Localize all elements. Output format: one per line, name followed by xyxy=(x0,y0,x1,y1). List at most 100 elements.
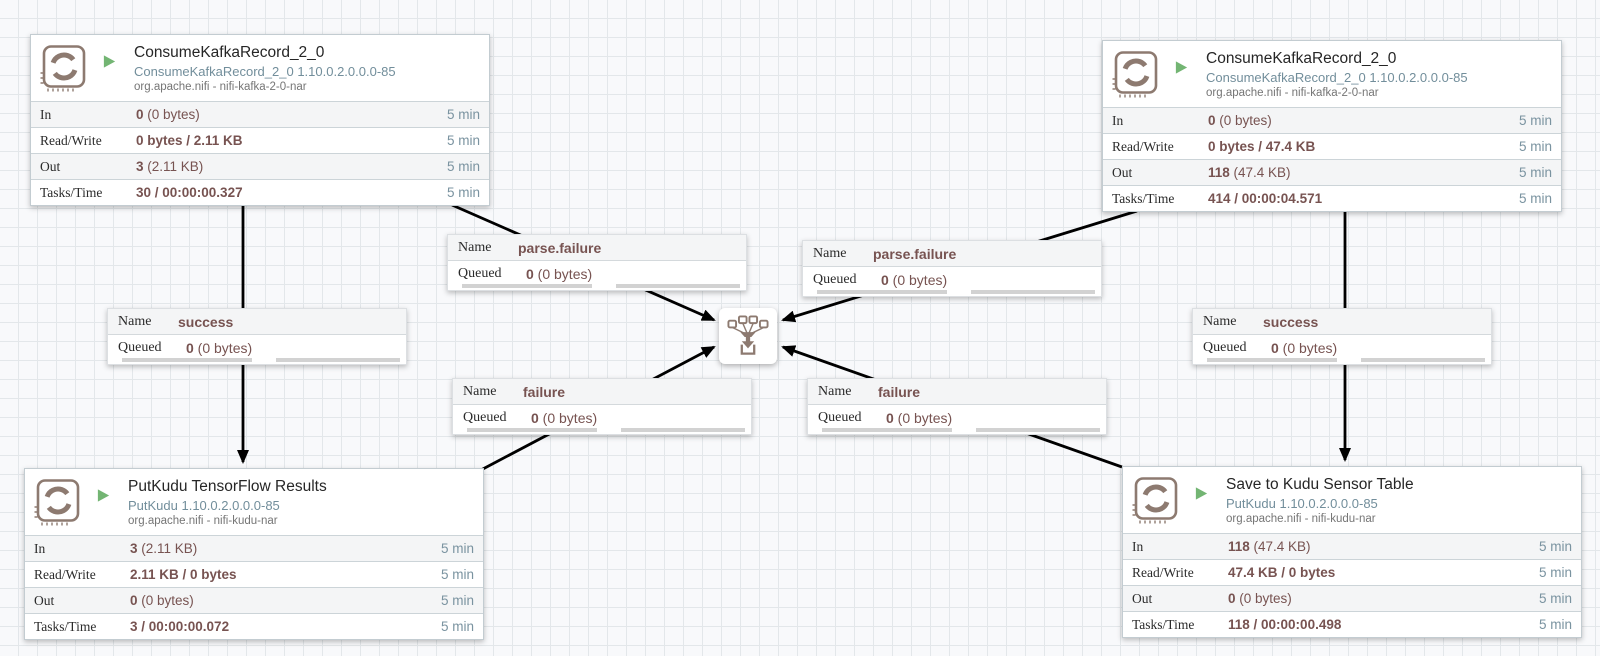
queue-data-bar xyxy=(621,427,745,432)
stat-value: 2.11 KB / 0 bytes xyxy=(130,567,237,582)
processor-type-version: PutKudu 1.10.0.2.0.0.0-85 xyxy=(1226,496,1378,511)
stat-value: 0 (0 bytes) xyxy=(136,107,200,122)
processor-save-to-kudu[interactable]: Save to Kudu Sensor Table PutKudu 1.10.0… xyxy=(1122,466,1582,638)
connection-name-row: Name success xyxy=(108,309,406,335)
stat-row-tasks-time: Tasks/Time 3 / 00:00:00.072 5 min xyxy=(25,613,483,639)
connection-label-parse-failure-right[interactable]: Name parse.failure Queued 0 (0 bytes) xyxy=(802,240,1102,297)
connection-label-failure-right[interactable]: Name failure Queued 0 (0 bytes) xyxy=(807,378,1107,435)
connection-name-row: Name failure xyxy=(808,379,1106,405)
queue-data-bar xyxy=(976,427,1100,432)
stat-row-readwrite: Read/Write 0 bytes / 47.4 KB 5 min xyxy=(1103,133,1561,159)
stat-period: 5 min xyxy=(1518,113,1552,128)
stat-period: 5 min xyxy=(1538,565,1572,580)
stat-value: 30 / 00:00:00.327 xyxy=(136,185,243,200)
stat-value: 118 (47.4 KB) xyxy=(1228,539,1311,554)
processor-putkudu-tensorflow[interactable]: PutKudu TensorFlow Results PutKudu 1.10.… xyxy=(24,468,484,640)
connection-name-value: success xyxy=(1263,313,1319,330)
connection-label-success-right[interactable]: Name success Queued 0 (0 bytes) xyxy=(1192,308,1492,365)
connection-queued-row: Queued 0 (0 bytes) xyxy=(808,405,1106,430)
connection-label-parse-failure-left[interactable]: Name parse.failure Queued 0 (0 bytes) xyxy=(447,234,747,291)
connection-name-label: Name xyxy=(463,383,497,399)
stat-label: Read/Write xyxy=(34,566,96,582)
connection-name-label: Name xyxy=(458,239,492,255)
stat-label: In xyxy=(1112,112,1124,128)
stat-row-readwrite: Read/Write 0 bytes / 2.11 KB 5 min xyxy=(31,127,489,153)
stat-row-out: Out 0 (0 bytes) 5 min xyxy=(1123,585,1581,611)
processor-bundle: org.apache.nifi - nifi-kafka-2-0-nar xyxy=(134,81,307,93)
connection-queued-value: 0 (0 bytes) xyxy=(1271,339,1338,356)
connection-queued-row: Queued 0 (0 bytes) xyxy=(453,405,751,430)
stat-value: 118 (47.4 KB) xyxy=(1208,165,1291,180)
stat-row-in: In 118 (47.4 KB) 5 min xyxy=(1123,533,1581,559)
processor-icon xyxy=(1131,475,1181,525)
stat-row-out: Out 118 (47.4 KB) 5 min xyxy=(1103,159,1561,185)
connection-queued-value: 0 (0 bytes) xyxy=(531,409,598,426)
stat-period: 5 min xyxy=(446,185,480,200)
queue-data-bar xyxy=(616,283,740,288)
connection-label-failure-left[interactable]: Name failure Queued 0 (0 bytes) xyxy=(452,378,752,435)
stat-period: 5 min xyxy=(1538,617,1572,632)
stat-label: Read/Write xyxy=(1132,564,1194,580)
processor-type-version: PutKudu 1.10.0.2.0.0.0-85 xyxy=(128,498,280,513)
stat-row-in: In 0 (0 bytes) 5 min xyxy=(1103,107,1561,133)
run-status-icon xyxy=(1194,486,1209,501)
stat-period: 5 min xyxy=(440,619,474,634)
connection-name-value: failure xyxy=(523,383,566,400)
processor-title: Save to Kudu Sensor Table xyxy=(1226,476,1414,493)
processor-header: ConsumeKafkaRecord_2_0 ConsumeKafkaRecor… xyxy=(1103,41,1561,107)
stat-label: Out xyxy=(1112,164,1133,180)
processor-title: PutKudu TensorFlow Results xyxy=(128,478,327,495)
connection-name-row: Name failure xyxy=(453,379,751,405)
stat-label: Read/Write xyxy=(40,132,102,148)
queue-data-bar xyxy=(1361,357,1485,362)
stat-label: Tasks/Time xyxy=(34,618,97,634)
stat-period: 5 min xyxy=(446,107,480,122)
stat-value: 3 / 00:00:00.072 xyxy=(130,619,230,634)
queue-size-bar xyxy=(467,427,597,432)
stat-row-tasks-time: Tasks/Time 414 / 00:00:04.571 5 min xyxy=(1103,185,1561,211)
queue-size-bar xyxy=(1207,357,1337,362)
connection-name-row: Name success xyxy=(1193,309,1491,335)
stat-row-in: In 3 (2.11 KB) 5 min xyxy=(25,535,483,561)
stat-row-tasks-time: Tasks/Time 118 / 00:00:00.498 5 min xyxy=(1123,611,1581,637)
connection-queued-row: Queued 0 (0 bytes) xyxy=(448,261,746,286)
queue-size-bar xyxy=(822,427,952,432)
connection-queued-label: Queued xyxy=(463,409,507,425)
processor-title: ConsumeKafkaRecord_2_0 xyxy=(1206,50,1397,67)
connection-name-label: Name xyxy=(1203,313,1237,329)
run-status-icon xyxy=(102,54,117,69)
connection-queued-value: 0 (0 bytes) xyxy=(526,265,593,282)
connection-queued-value: 0 (0 bytes) xyxy=(881,271,948,288)
stat-row-in: In 0 (0 bytes) 5 min xyxy=(31,101,489,127)
processor-type-version: ConsumeKafkaRecord_2_0 1.10.0.2.0.0.0-85 xyxy=(134,64,396,79)
processor-type-version: ConsumeKafkaRecord_2_0 1.10.0.2.0.0.0-85 xyxy=(1206,70,1468,85)
processor-consumekafka-left[interactable]: ConsumeKafkaRecord_2_0 ConsumeKafkaRecor… xyxy=(30,34,490,206)
connection-queued-label: Queued xyxy=(818,409,862,425)
stat-label: Tasks/Time xyxy=(1112,190,1175,206)
stat-period: 5 min xyxy=(446,159,480,174)
connection-name-value: failure xyxy=(878,383,921,400)
stat-value: 3 (2.11 KB) xyxy=(136,159,204,174)
stat-period: 5 min xyxy=(446,133,480,148)
connection-name-row: Name parse.failure xyxy=(448,235,746,261)
funnel[interactable] xyxy=(719,308,777,364)
processor-header: ConsumeKafkaRecord_2_0 ConsumeKafkaRecor… xyxy=(31,35,489,101)
connection-queued-value: 0 (0 bytes) xyxy=(886,409,953,426)
stat-value: 0 bytes / 2.11 KB xyxy=(136,133,243,148)
stat-label: In xyxy=(40,106,52,122)
queue-size-bar xyxy=(462,283,592,288)
connection-name-label: Name xyxy=(818,383,852,399)
stat-period: 5 min xyxy=(440,567,474,582)
connection-queued-row: Queued 0 (0 bytes) xyxy=(108,335,406,360)
connection-queued-value: 0 (0 bytes) xyxy=(186,339,253,356)
stat-value: 0 (0 bytes) xyxy=(1228,591,1292,606)
queue-size-bar xyxy=(122,357,252,362)
stat-row-readwrite: Read/Write 47.4 KB / 0 bytes 5 min xyxy=(1123,559,1581,585)
processor-consumekafka-right[interactable]: ConsumeKafkaRecord_2_0 ConsumeKafkaRecor… xyxy=(1102,40,1562,212)
processor-header: PutKudu TensorFlow Results PutKudu 1.10.… xyxy=(25,469,483,535)
connection-label-success-left[interactable]: Name success Queued 0 (0 bytes) xyxy=(107,308,407,365)
processor-bundle: org.apache.nifi - nifi-kudu-nar xyxy=(1226,513,1376,525)
connection-queued-label: Queued xyxy=(813,271,857,287)
stat-label: Out xyxy=(1132,590,1153,606)
